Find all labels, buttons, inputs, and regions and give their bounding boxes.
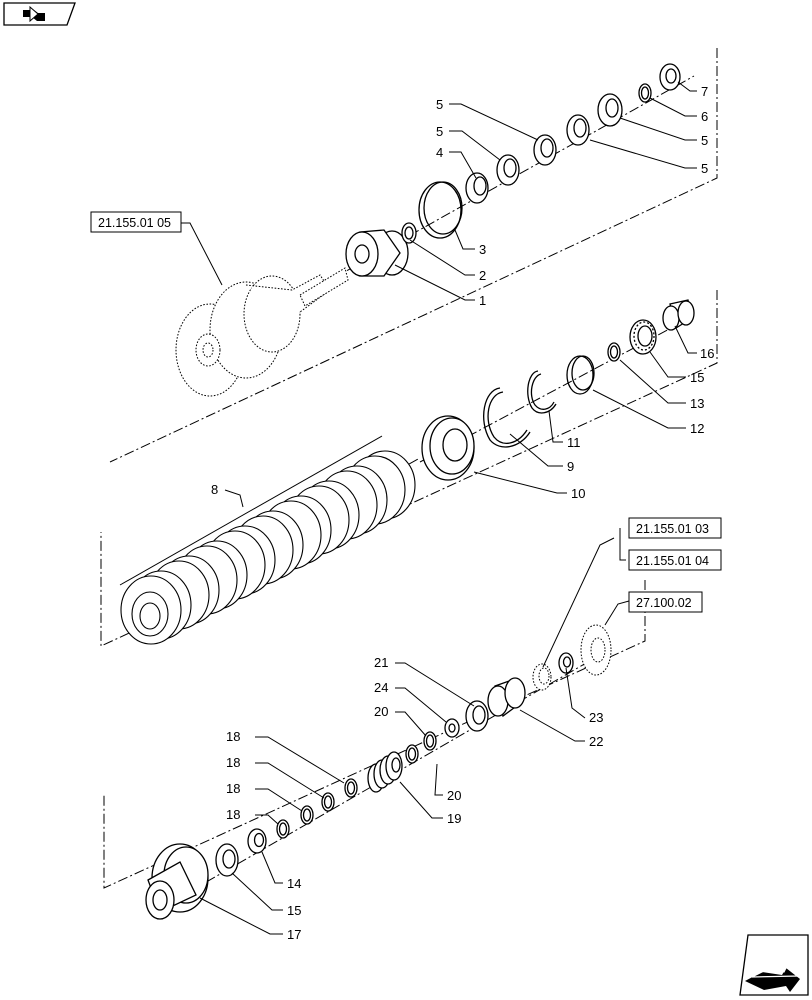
callout-2: 2 xyxy=(479,268,486,283)
callout-24: 24 xyxy=(374,680,388,695)
part-5-shim-1 xyxy=(496,154,520,186)
part-4-washer xyxy=(465,172,489,204)
callout-20: 20 xyxy=(374,704,388,719)
callout-9: 9 xyxy=(567,459,574,474)
callout-17: 17 xyxy=(287,927,301,942)
callout-labels: 7 6 5 5 5 5 4 3 2 1 16 15 13 12 11 9 10 … xyxy=(211,84,714,942)
part-12-seal-ring xyxy=(566,355,595,395)
part-19-spring xyxy=(367,751,403,793)
arrow-back-icon xyxy=(23,5,45,23)
part-23-nut xyxy=(558,652,574,674)
part-15-bearing xyxy=(629,319,657,355)
reference-label: 21.155.01 05 xyxy=(98,216,171,230)
part-13-ring xyxy=(607,342,621,362)
callout-18: 18 xyxy=(226,807,240,822)
callout-3: 3 xyxy=(479,242,486,257)
callout-20: 20 xyxy=(447,788,461,803)
part-3-seal-ring xyxy=(418,181,463,239)
part-21-bearing xyxy=(465,700,489,732)
callout-5: 5 xyxy=(436,97,443,112)
reference-link-21-155-01-04[interactable]: 21.155.01 04 xyxy=(628,549,722,571)
referenced-ring xyxy=(532,663,552,691)
part-20-ring-2 xyxy=(423,731,437,751)
callout-18: 18 xyxy=(226,729,240,744)
callout-10: 10 xyxy=(571,486,585,501)
part-10-gear xyxy=(421,415,475,481)
callout-14: 14 xyxy=(287,876,301,891)
part-17-gear-shaft xyxy=(145,843,209,920)
part-18-shim-2 xyxy=(300,805,314,825)
reference-link-21-155-01-05[interactable]: 21.155.01 05 xyxy=(90,211,182,233)
callout-4: 4 xyxy=(436,145,443,160)
callout-8: 8 xyxy=(211,482,218,497)
part-6-ring xyxy=(638,83,652,103)
referenced-gear xyxy=(580,624,612,676)
part-5-shim-4 xyxy=(597,93,623,127)
callout-21: 21 xyxy=(374,655,388,670)
callout-16: 16 xyxy=(700,346,714,361)
part-16-bushing xyxy=(662,299,695,331)
callout-5: 5 xyxy=(436,124,443,139)
part-9-circlip xyxy=(483,387,531,448)
callout-11: 11 xyxy=(567,435,581,450)
part-18-shim-1 xyxy=(276,819,290,839)
group-frames xyxy=(100,48,718,889)
next-page-button[interactable] xyxy=(739,934,809,996)
callout-12: 12 xyxy=(690,421,704,436)
part-18-shim-4 xyxy=(344,778,358,798)
callout-15: 15 xyxy=(690,370,704,385)
callout-7: 7 xyxy=(701,84,708,99)
callout-15: 15 xyxy=(287,903,301,918)
callout-13: 13 xyxy=(690,396,704,411)
callout-23: 23 xyxy=(589,710,603,725)
part-22-sleeve xyxy=(487,677,526,718)
reference-link-21-155-01-03[interactable]: 21.155.01 03 xyxy=(628,517,722,539)
callout-19: 19 xyxy=(447,811,461,826)
arrow-forward-icon xyxy=(745,965,800,992)
part-5-shim-2 xyxy=(533,134,557,166)
callout-6: 6 xyxy=(701,109,708,124)
part-7-washer xyxy=(659,63,681,91)
part-18-shim-3 xyxy=(321,792,335,812)
callout-22: 22 xyxy=(589,734,603,749)
reference-label: 21.155.01 03 xyxy=(636,522,709,536)
reference-label: 27.100.02 xyxy=(636,596,692,610)
part-11-circlip xyxy=(527,370,557,414)
callout-5: 5 xyxy=(701,161,708,176)
part-14-washer xyxy=(247,828,267,854)
part-1-thrust-washer xyxy=(345,229,409,277)
leader-lines xyxy=(119,81,697,935)
previous-page-button[interactable] xyxy=(3,2,76,26)
part-24-washer xyxy=(444,718,460,738)
part-20-ring-1 xyxy=(405,744,419,764)
part-2-snap-ring xyxy=(401,222,417,244)
part-8-clutch-disc-pack xyxy=(120,450,416,645)
reference-label: 21.155.01 04 xyxy=(636,554,709,568)
callout-5: 5 xyxy=(701,133,708,148)
reference-link-27-100-02[interactable]: 27.100.02 xyxy=(628,591,703,613)
part-15-bearing-lower xyxy=(215,843,239,877)
callout-18: 18 xyxy=(226,755,240,770)
clutch-shaft-assembly xyxy=(175,267,349,397)
part-5-shim-3 xyxy=(566,114,590,146)
callout-18: 18 xyxy=(226,781,240,796)
callout-1: 1 xyxy=(479,293,486,308)
